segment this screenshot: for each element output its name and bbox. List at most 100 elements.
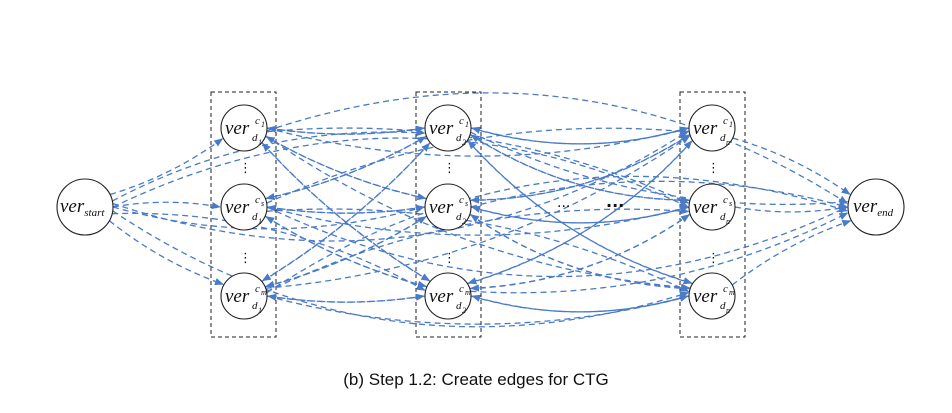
node-d1-c1-supsub: 1 xyxy=(261,120,265,129)
edge-d2-cm-to-d1-cs xyxy=(265,216,428,288)
node-dn-c1-base: ver xyxy=(693,118,718,139)
node-d2-c1-supsub: 1 xyxy=(465,120,469,129)
node-dn-c1-sub: d xyxy=(720,132,726,144)
svg-text:verstart: verstart xyxy=(60,196,105,219)
edge-d1-c1-to-dn-c1 xyxy=(266,126,689,157)
edge-dn-cs-to-d2-cs xyxy=(471,205,690,224)
node-d2-cs-sub: d xyxy=(456,211,462,223)
node-d2-cs-sup: c xyxy=(459,194,464,206)
edge-d2-cs-to-end xyxy=(470,180,848,209)
node-d1-cm-base: ver xyxy=(225,286,250,307)
edge-dn-cs-to-d2-cm xyxy=(469,213,691,292)
edge-dn-cm-to-d2-cs xyxy=(469,214,691,290)
node-d1-c1[interactable]: ver c 1 d 1 xyxy=(220,104,268,152)
edge-d1-cm-to-d2-c1 xyxy=(261,142,431,282)
edge-d1-cm-to-dn-cm xyxy=(266,294,689,325)
edge-d1-cm-to-dn-c1 xyxy=(265,135,691,289)
node-d2-cm[interactable]: ver c m d 2 xyxy=(424,272,472,320)
node-dn-cm[interactable]: ver c m d n xyxy=(688,272,736,320)
edge-dn-cm-to-d2-c1 xyxy=(467,140,693,285)
vertical-ellipsis-d1-top: ⋮ xyxy=(239,161,252,176)
edge-dn-c1-to-end xyxy=(732,137,851,195)
edge-d1-cs-to-d2-cm xyxy=(264,215,427,288)
node-d1-cm-subsub: 1 xyxy=(258,306,262,315)
edge-dn-cm-to-end xyxy=(731,220,852,286)
edge-d2-c1-to-end xyxy=(470,131,849,207)
edge-d1-cs-to-dn-cs xyxy=(266,205,689,236)
node-d2-cm-sub: d xyxy=(456,300,462,312)
node-d2-c1-subsub: 2 xyxy=(462,138,466,147)
node-d1-cs-subsub: 1 xyxy=(258,217,262,226)
edge-start-to-d1-cs xyxy=(112,201,221,210)
node-dn-c1-subsub: n xyxy=(726,138,730,147)
edge-d1-cs-to-dn-c1 xyxy=(266,127,690,204)
edge-d2-c1-to-dn-cm xyxy=(466,139,693,285)
horizontal-ellipsis-light: ··· xyxy=(557,199,570,215)
node-end[interactable]: verend xyxy=(847,178,905,236)
node-dn-cs-subsub: n xyxy=(726,217,730,226)
horizontal-ellipsis-bold: ··· xyxy=(606,196,624,215)
node-d1-cs[interactable]: ver c s d 1 xyxy=(220,183,268,231)
edge-d2-cm-to-end xyxy=(470,212,849,294)
node-d2-c1[interactable]: ver c 1 d 2 xyxy=(424,104,472,152)
edge-d2-c1-to-d1-cm xyxy=(261,142,431,282)
node-start-label: ver xyxy=(60,196,85,217)
edge-d1-c1-to-end xyxy=(266,92,848,204)
edge-d1-cs-to-d2-c1 xyxy=(265,136,427,200)
edge-dn-cm-to-d2-cm xyxy=(471,294,690,313)
node-dn-cm-sub: d xyxy=(720,300,726,312)
edge-d1-c1-to-dn-cs xyxy=(266,127,690,204)
edge-d2-c1-to-d1-cs xyxy=(265,135,427,201)
node-d2-c1-base: ver xyxy=(429,118,454,139)
vertical-ellipsis-dn-bottom: ⋮ xyxy=(707,251,720,266)
node-d2-c1-sup: c xyxy=(459,115,464,127)
vertical-ellipsis-d1-bottom: ⋮ xyxy=(239,251,252,266)
node-d1-cs-supsub: s xyxy=(261,199,264,208)
node-d2-c1-sub: d xyxy=(456,132,462,144)
node-d2-cs[interactable]: ver c s d 2 xyxy=(424,183,472,231)
node-dn-cm-supsub: m xyxy=(729,288,735,297)
node-dn-cs-supsub: s xyxy=(729,199,732,208)
node-dn-cs[interactable]: ver c s d n xyxy=(688,183,736,231)
vertical-ellipsis-dn-top: ⋮ xyxy=(707,161,720,176)
edge-start-to-d1-cm xyxy=(108,220,224,285)
edge-d2-cm-to-d1-cm xyxy=(267,293,426,303)
node-d1-cm[interactable]: ver c m d 1 xyxy=(220,272,268,320)
edge-start-to-dn-cs xyxy=(112,137,689,208)
node-dn-cs-base: ver xyxy=(693,197,718,218)
node-d2-cm-subsub: 2 xyxy=(462,306,466,315)
node-dn-c1[interactable]: ver c 1 d n xyxy=(688,104,736,152)
edge-d2-cm-to-d1-c1 xyxy=(261,142,431,282)
edge-d1-c1-to-d2-cm xyxy=(261,142,431,282)
node-d1-cs-sub: d xyxy=(252,211,258,223)
edge-dn-cs-to-d2-c1 xyxy=(470,134,691,202)
node-dn-c1-supsub: 1 xyxy=(729,120,733,129)
node-d1-cm-sup: c xyxy=(255,283,260,295)
edge-d1-cs-to-dn-cm xyxy=(266,208,690,293)
edge-start-to-d2-cm xyxy=(112,212,426,291)
edge-d1-cs-to-end xyxy=(266,206,848,278)
node-d2-cm-sup: c xyxy=(459,283,464,295)
node-d1-cs-base: ver xyxy=(225,197,250,218)
node-d2-cs-subsub: 2 xyxy=(462,217,466,226)
edge-d2-cs-to-dn-c1 xyxy=(469,134,690,202)
edge-dn-c1-to-d2-cs xyxy=(470,134,691,204)
node-dn-cs-sup: c xyxy=(723,194,728,206)
edge-start-to-d2-c1 xyxy=(112,128,426,202)
edge-layer xyxy=(108,92,852,328)
edge-d1-cm-to-d2-cs xyxy=(264,216,427,288)
node-d1-c1-subsub: 1 xyxy=(258,138,262,147)
node-d1-cs-sup: c xyxy=(255,194,260,206)
vertical-ellipsis-d2-bottom: ⋮ xyxy=(443,251,456,266)
edge-d2-cm-to-dn-c1 xyxy=(467,140,693,285)
edge-d2-cs-to-d1-c1 xyxy=(265,136,427,200)
node-d1-cm-supsub: m xyxy=(261,288,267,297)
node-end-label: ver xyxy=(853,196,878,217)
node-dn-cm-sup: c xyxy=(723,283,728,295)
node-start[interactable]: verstart xyxy=(56,178,114,236)
group-box-d1 xyxy=(210,91,277,338)
figure-caption: (b) Step 1.2: Create edges for CTG xyxy=(343,370,609,389)
svg-text:verend: verend xyxy=(853,196,894,219)
node-dn-c1-sup: c xyxy=(723,115,728,127)
edge-d1-cm-to-end xyxy=(266,175,849,294)
